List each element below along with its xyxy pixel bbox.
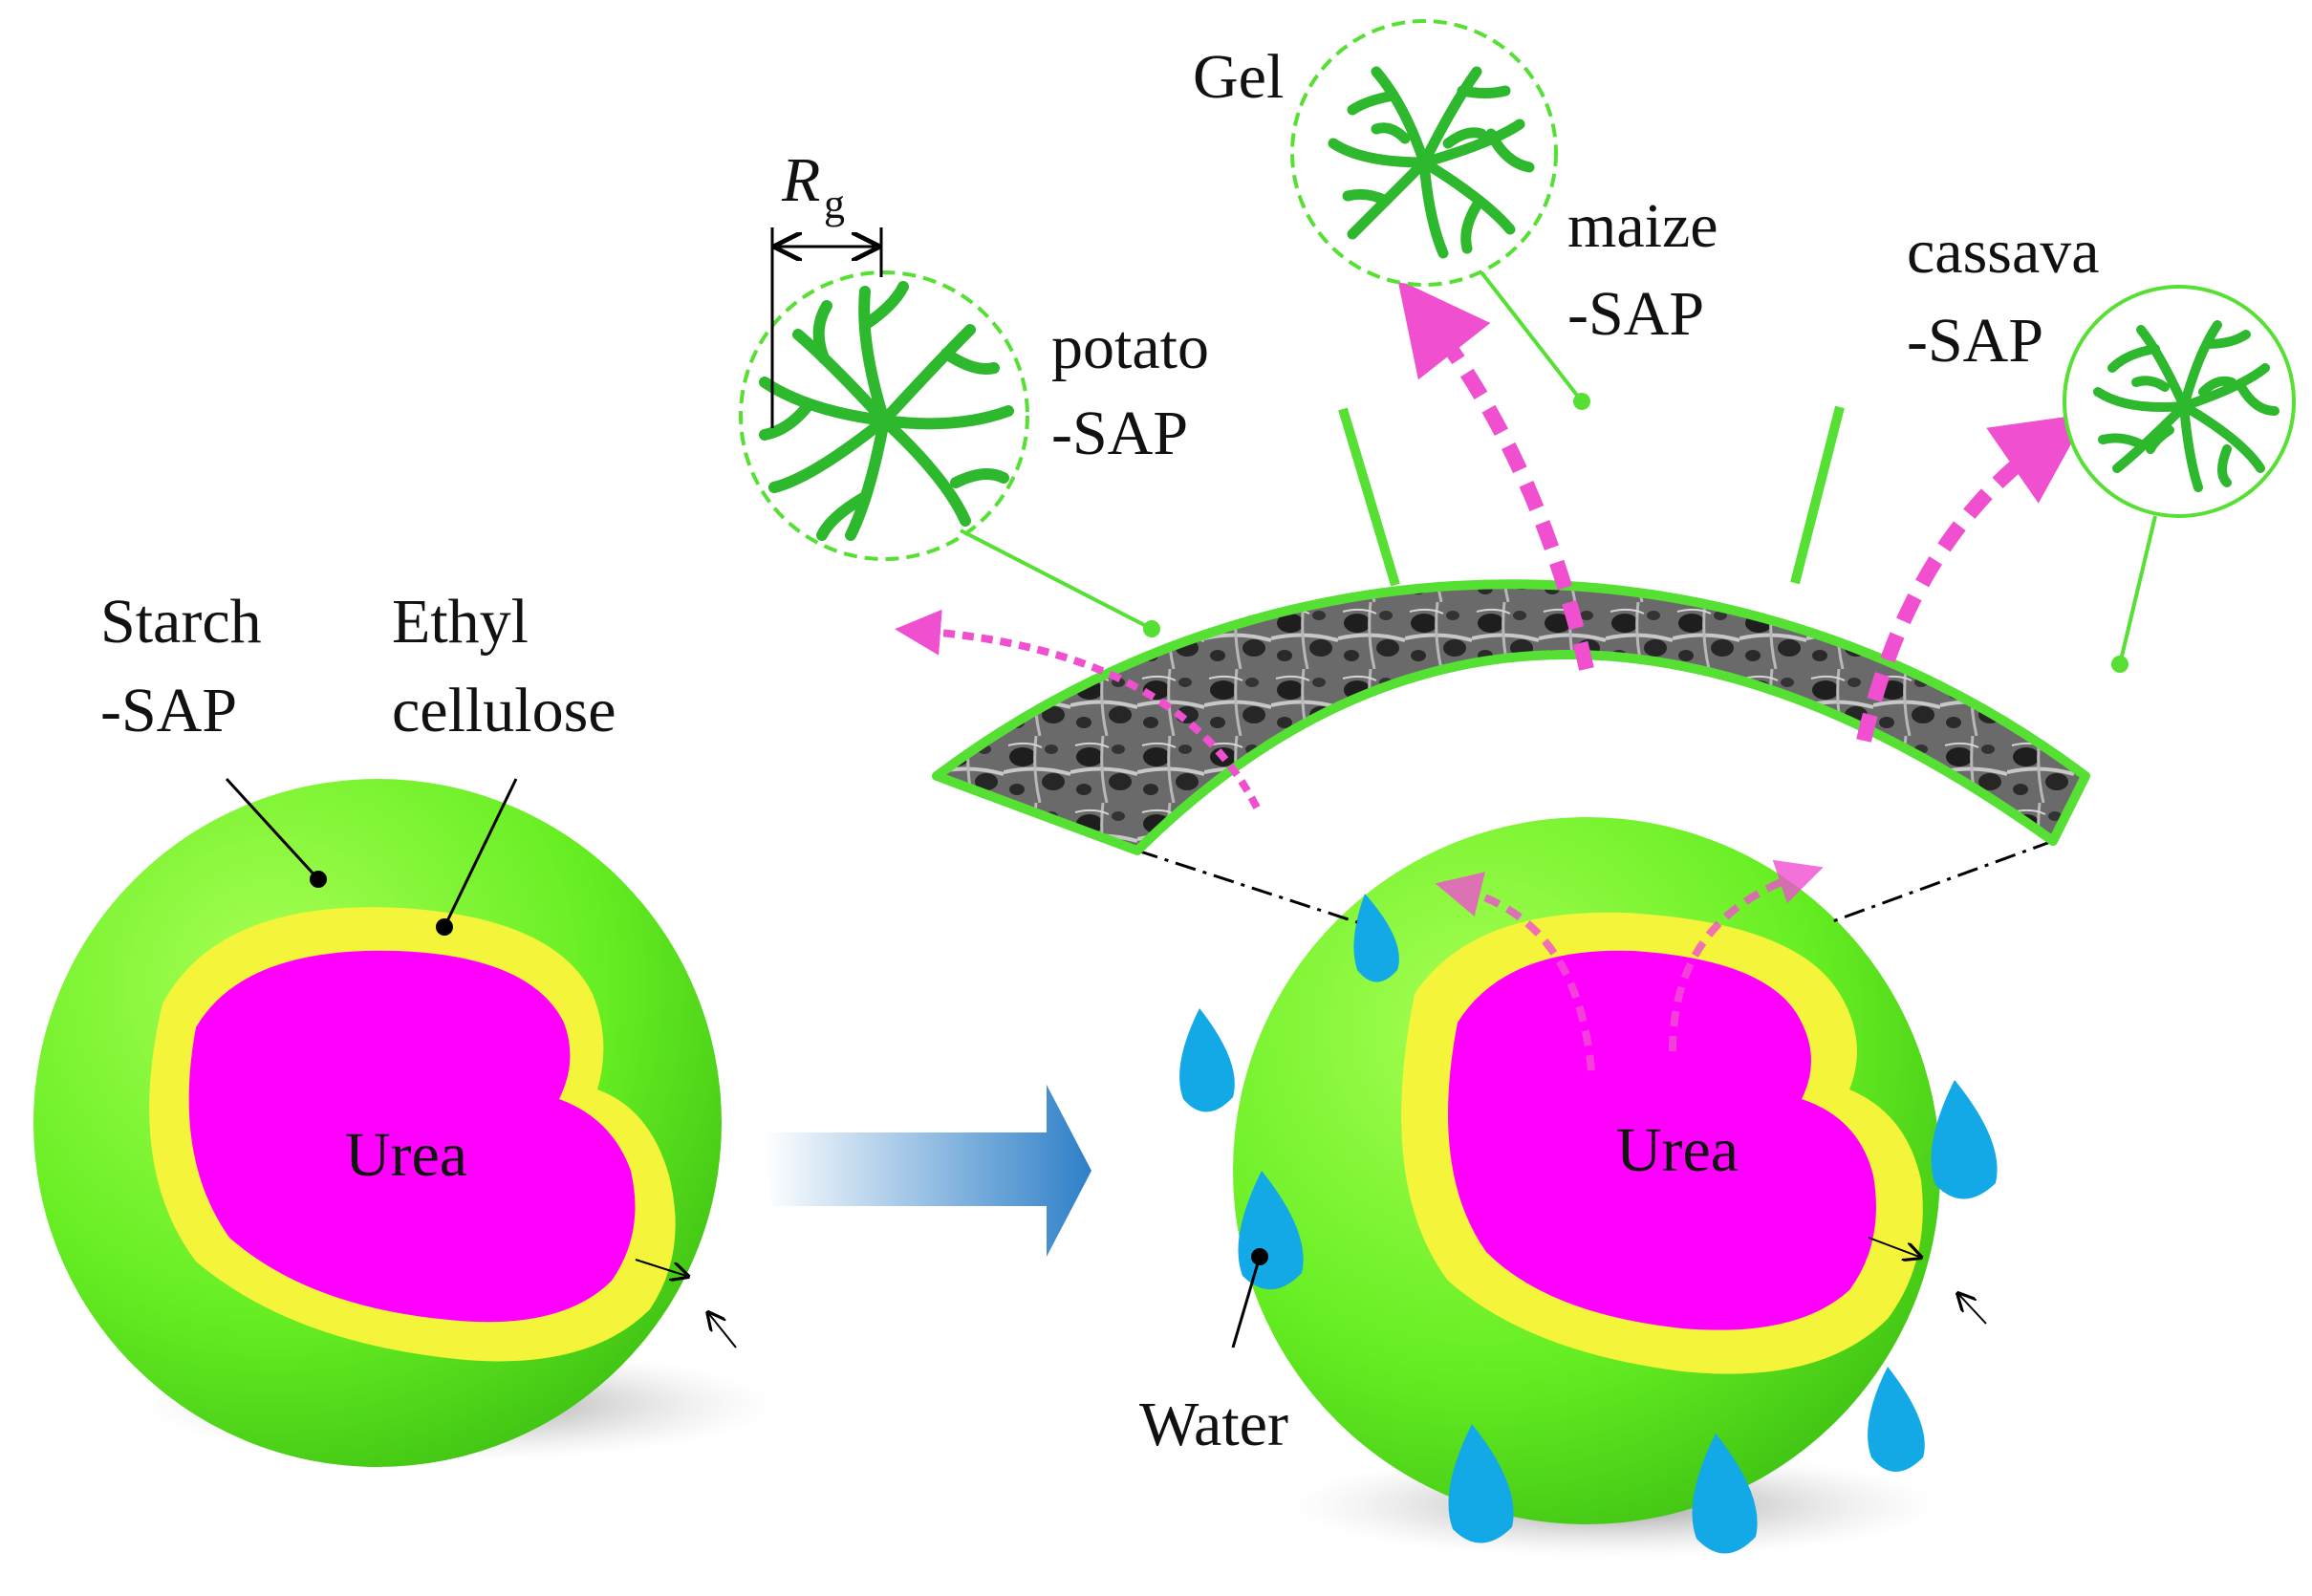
cassava-leader-dot [2111,656,2128,673]
potato-leader-dot [1143,620,1160,637]
diffusion-arrows [895,279,2088,809]
sem-divider-2 [1790,405,1845,585]
water-leader-dot [1251,1248,1268,1265]
water-drop-icon [1931,1080,1998,1199]
rg-subscript: g [824,181,845,227]
diffusion-arrow-cassava [1856,413,2088,743]
zoom-line-right [1829,839,2054,924]
cassava-leader [2118,515,2157,665]
gel-label: Gel [1193,42,1284,112]
water-drop-icon [1353,894,1399,982]
urea-core-right [1448,950,1876,1330]
water-leader [1231,1256,1262,1348]
potato-polymer-icon [759,281,1014,541]
potato-network [739,270,1029,561]
cassava-network [2063,285,2296,518]
urea-label-left: Urea [345,1120,467,1190]
water-label: Water [1139,1390,1288,1459]
water-drop-icon [1179,1008,1235,1112]
water-drop-icon [1448,1424,1514,1543]
thickness-arrow-left-a [635,1259,686,1276]
sem-arc-band [932,405,2090,855]
thickness-arrow-right-b [1959,1295,1987,1325]
water-drop-icon [1692,1434,1758,1554]
starch-sap-label-2: -SAP [100,676,237,745]
rg-dimension [770,227,883,428]
potato-sap-label-2: -SAP [1051,399,1188,468]
maize-sap-label-2: -SAP [1567,279,1704,349]
maize-leader [1480,270,1584,403]
ethyl-cellulose-label-2: cellulose [392,676,616,745]
water-droplets [1179,894,1998,1554]
cassava-polymer-icon [2093,320,2280,492]
diffusion-arrow-potato [895,609,1261,809]
cassava-sap-label: cassava [1907,217,2100,287]
sem-arc-shape [932,579,2090,855]
potato-sap-label: potato [1051,313,1209,382]
rg-label: R [781,145,820,215]
urea-label-right: Urea [1616,1115,1739,1185]
maize-leader-dot [1573,393,1590,410]
cassava-sap-label-2: -SAP [1907,306,2043,376]
maize-network [1290,19,1558,287]
left-leaders [225,777,518,936]
urea-core-left [188,950,636,1323]
zoom-line-left [1136,849,1358,924]
maize-sap-label: maize [1567,191,1718,261]
sem-divider-1 [1338,407,1400,587]
inner-diffusion-left [1435,872,1595,1071]
transition-arrow [765,1085,1091,1257]
inner-diffusion-right [1669,859,1824,1052]
left-granule: Urea [33,779,774,1467]
maize-polymer-icon [1328,66,1535,259]
thickness-arrow-left-b [709,1314,737,1348]
diffusion-arrow-maize [1397,279,1594,671]
starch-sap-label: Starch [100,587,262,657]
thickness-arrow-right-a [1868,1237,1919,1257]
ethyl-cellulose-label: Ethyl [392,587,529,657]
water-drop-icon [1868,1367,1925,1472]
potato-leader [960,528,1153,631]
